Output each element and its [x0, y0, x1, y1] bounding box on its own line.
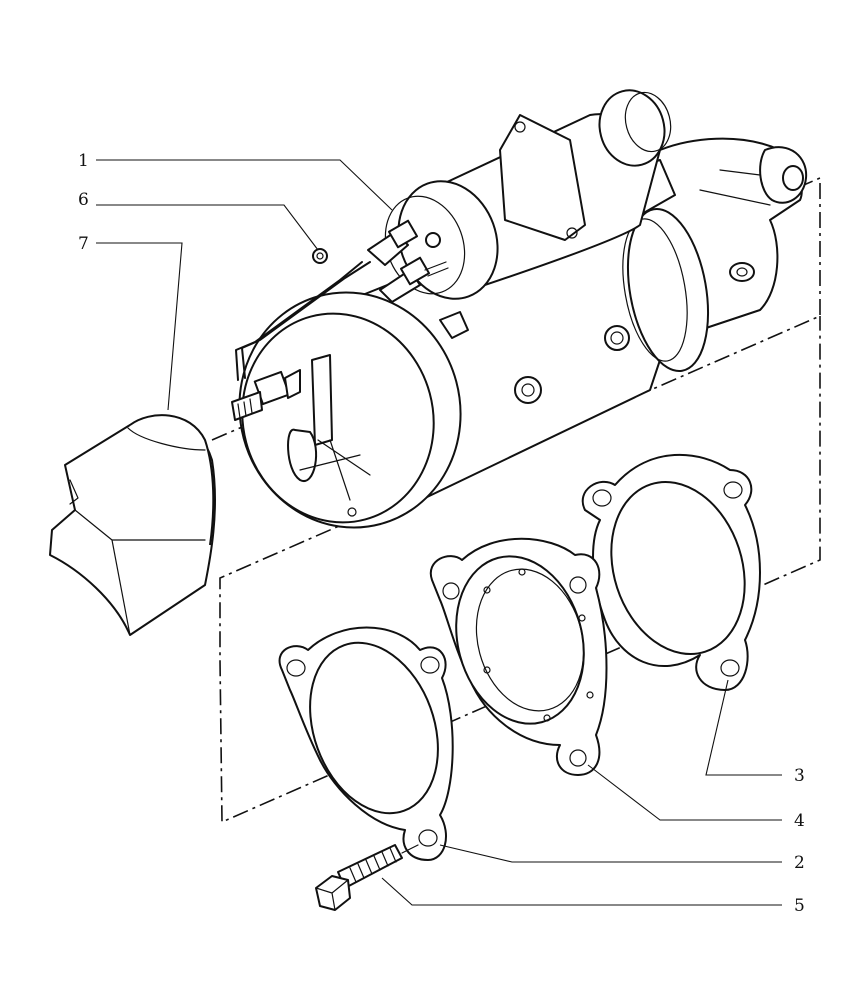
shield	[49, 414, 216, 636]
callout-2: 2	[794, 853, 805, 873]
gasket-front	[278, 626, 454, 861]
nut	[312, 248, 328, 264]
starter-motor	[231, 89, 808, 529]
callout-3: 3	[794, 766, 805, 786]
leader-lines	[96, 159, 782, 906]
callout-1: 1	[78, 151, 89, 171]
callout-labels: 1 6 7 3 4 2 5	[78, 151, 805, 916]
callout-6: 6	[78, 190, 89, 210]
callout-4: 4	[794, 811, 805, 831]
callout-7: 7	[78, 234, 89, 254]
bolt	[315, 844, 419, 911]
callout-5: 5	[794, 896, 805, 916]
spacer-plate	[429, 537, 608, 776]
gasket-rear	[581, 453, 761, 691]
